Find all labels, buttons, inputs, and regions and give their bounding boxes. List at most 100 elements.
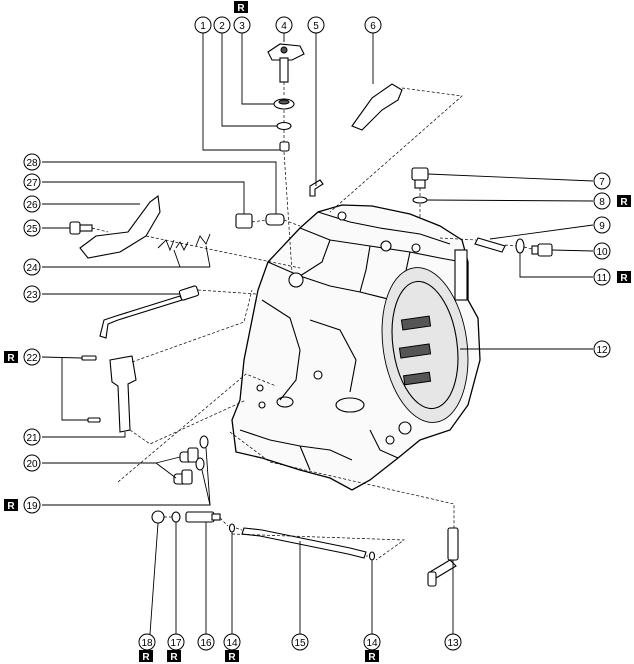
svg-text:5: 5 [313, 21, 319, 32]
svg-text:27: 27 [26, 178, 38, 189]
svg-text:7: 7 [599, 177, 605, 188]
part-23-rod [99, 285, 200, 339]
callout-12: 12 [593, 340, 611, 358]
part-17-washer [171, 511, 181, 523]
svg-text:17: 17 [170, 638, 182, 649]
svg-text:22: 22 [26, 353, 38, 364]
part-13-shift-arm [427, 527, 459, 587]
r-badge-8: R [617, 195, 631, 208]
svg-text:23: 23 [26, 290, 38, 301]
transmission-case [231, 204, 481, 491]
svg-text:16: 16 [200, 638, 212, 649]
r-badge-22: R [4, 351, 18, 364]
r-badge-3: R [234, 1, 248, 14]
part-22-pin-bottom [87, 417, 101, 423]
svg-text:R: R [620, 197, 628, 208]
part-8-washer [412, 196, 428, 204]
svg-text:14: 14 [226, 638, 238, 649]
part-4-shaft [267, 43, 305, 83]
callout-1: 1 [194, 16, 212, 34]
part-14-oring-right [368, 551, 376, 561]
part-21-shaft [109, 355, 137, 433]
part-24-springs [157, 233, 211, 252]
part-6-lever [351, 83, 403, 131]
part-10-plug [531, 243, 553, 257]
part-20-connectors [173, 447, 199, 485]
part-18-cap [151, 510, 165, 524]
svg-text:11: 11 [597, 273, 608, 284]
callout-13: 13 [444, 633, 462, 651]
svg-text:15: 15 [294, 638, 306, 649]
svg-text:9: 9 [599, 221, 605, 232]
callout-14-left: 14 [223, 633, 241, 651]
svg-text:18: 18 [141, 638, 153, 649]
svg-text:8: 8 [599, 197, 605, 208]
callout-27: 27 [23, 173, 41, 191]
svg-text:R: R [142, 652, 150, 663]
part-28-sleeve [265, 213, 285, 226]
callout-11: 11 [593, 268, 611, 286]
part-1-bushing [279, 141, 290, 152]
svg-text:R: R [170, 652, 178, 663]
callout-5: 5 [307, 16, 325, 34]
svg-text:13: 13 [447, 638, 459, 649]
svg-text:21: 21 [26, 433, 38, 444]
part-2-washer [276, 121, 292, 131]
svg-text:4: 4 [281, 21, 287, 32]
callout-21: 21 [23, 428, 41, 446]
svg-text:20: 20 [26, 459, 38, 470]
part-26-bracket [79, 194, 161, 259]
part-15-pipe [241, 527, 367, 559]
svg-text:R: R [228, 652, 236, 663]
svg-text:R: R [237, 3, 245, 14]
part-25-bolt [69, 221, 93, 235]
callout-22: 22 [23, 348, 41, 366]
r-badge-17: R [167, 650, 181, 663]
r-badge-19: R [4, 499, 18, 512]
callout-8: 8 [593, 192, 611, 210]
callout-24: 24 [23, 258, 41, 276]
callout-3: 3 [233, 16, 251, 34]
svg-text:14: 14 [366, 638, 378, 649]
part-3-seal [273, 98, 295, 110]
part-19-oring-a [199, 435, 209, 449]
part-22-pin-top [81, 355, 97, 361]
callout-15: 15 [291, 633, 309, 651]
svg-text:24: 24 [26, 263, 38, 274]
callout-2: 2 [213, 16, 231, 34]
part-11-oring [515, 238, 525, 254]
svg-text:R: R [368, 652, 376, 663]
part-9-pin [474, 237, 506, 253]
svg-text:12: 12 [596, 345, 608, 356]
callout-23: 23 [23, 285, 41, 303]
r-badge-14-right: R [365, 650, 379, 663]
callout-4: 4 [275, 16, 293, 34]
svg-text:6: 6 [370, 21, 376, 32]
part-7-plug [411, 167, 429, 189]
callout-9: 9 [593, 216, 611, 234]
callout-18: 18 [138, 633, 156, 651]
part-5-pipe [309, 179, 324, 197]
r-badge-18: R [139, 650, 153, 663]
svg-text:25: 25 [26, 224, 38, 235]
svg-text:R: R [7, 501, 15, 512]
callout-7: 7 [593, 172, 611, 190]
part-14-oring-left [228, 523, 236, 533]
callout-10: 10 [593, 242, 611, 260]
svg-text:10: 10 [596, 247, 608, 258]
part-19-oring-b [195, 457, 205, 471]
assembly-lines [91, 82, 533, 561]
part-27-clip [235, 213, 253, 229]
svg-text:28: 28 [26, 158, 38, 169]
callout-28: 28 [23, 153, 41, 171]
callout-20: 20 [23, 454, 41, 472]
callout-25: 25 [23, 219, 41, 237]
callout-19: 19 [23, 496, 41, 514]
svg-text:19: 19 [26, 501, 38, 512]
callout-14-right: 14 [363, 633, 381, 651]
svg-text:1: 1 [200, 21, 206, 32]
svg-text:26: 26 [26, 200, 38, 211]
callout-17: 17 [167, 633, 185, 651]
r-badge-14-left: R [225, 650, 239, 663]
